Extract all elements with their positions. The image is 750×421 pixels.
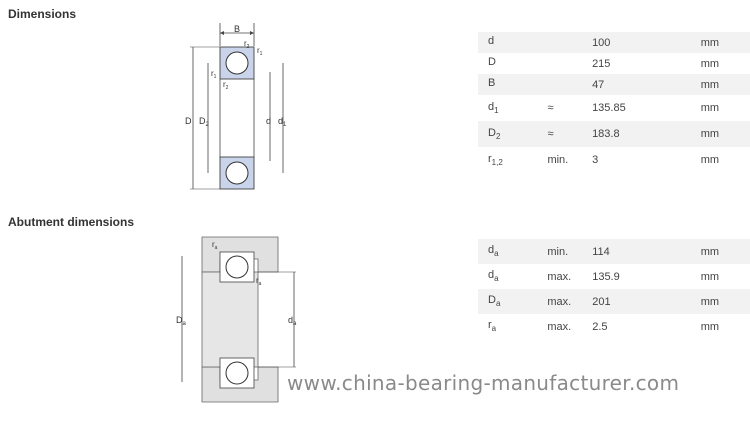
svg-text:r2: r2 [223, 80, 229, 91]
abutment-drawing: Da da ra ra [176, 236, 297, 403]
svg-text:ra: ra [212, 240, 218, 251]
table-row: B 47 mm [478, 74, 750, 95]
table-row: Da max. 201 mm [478, 289, 750, 314]
dimensions-table: d 100 mm D 215 mm B 47 mm d1 ≈ 135.85 mm… [478, 32, 750, 173]
svg-text:r1: r1 [257, 46, 263, 57]
svg-text:d1: d1 [278, 116, 287, 128]
svg-text:D2: D2 [199, 116, 210, 128]
label-B: B [234, 24, 240, 34]
label-d: d [266, 116, 271, 126]
svg-text:Da: Da [176, 315, 187, 327]
label-D: D [185, 116, 192, 126]
table-row: ra max. 2.5 mm [488, 319, 720, 334]
table-row: da min. 114 mm [478, 239, 750, 264]
svg-text:ra: ra [256, 276, 262, 287]
watermark-text: www.china-bearing-manufacturer.com [287, 371, 680, 395]
table-row: D 215 mm [488, 56, 720, 70]
table-row: d 100 mm [478, 32, 750, 53]
table-row: da max. 135.9 mm [488, 269, 720, 284]
bearing-dimension-drawing: B D D2 d d1 r2 r1 r1 r2 [185, 23, 287, 190]
table-row: D2 ≈ 183.8 mm [478, 121, 750, 147]
svg-text:r2: r2 [244, 39, 250, 50]
dimensions-heading: Dimensions [8, 7, 77, 21]
svg-text:r1: r1 [211, 69, 217, 80]
abutment-heading: Abutment dimensions [8, 215, 135, 229]
table-row: d1 ≈ 135.85 mm [488, 100, 720, 116]
svg-text:da: da [288, 315, 297, 327]
abutment-table: da min. 114 mm da max. 135.9 mm Da max. … [478, 239, 750, 339]
table-row: r1,2 min. 3 mm [488, 152, 720, 168]
